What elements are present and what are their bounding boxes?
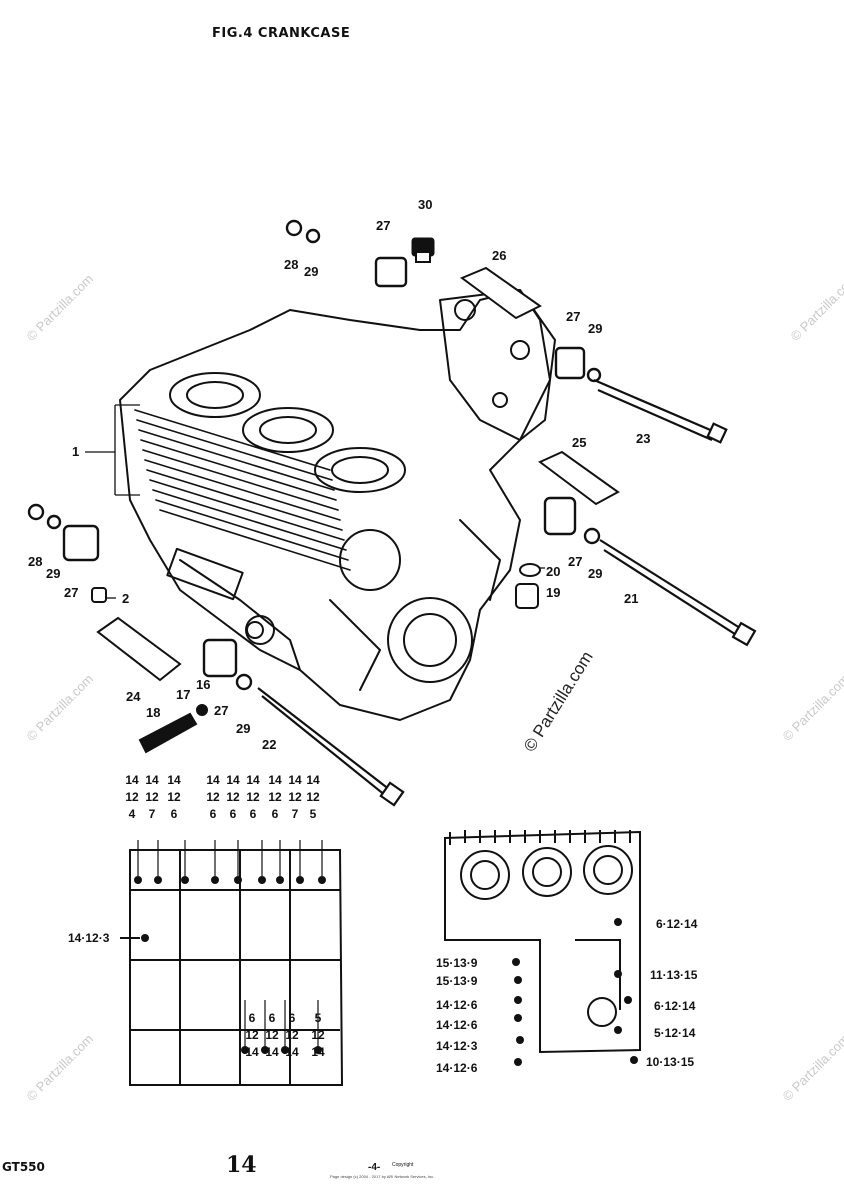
- right-label-l3: 14·12·6: [436, 998, 478, 1012]
- callout-29: 29: [304, 264, 319, 279]
- callout-29: 29: [588, 321, 603, 336]
- figure-title: FIG.4 CRANKCASE: [212, 26, 351, 41]
- callout-22: 22: [262, 737, 277, 752]
- callout-25: 25: [572, 435, 587, 450]
- callout-21: 21: [624, 591, 639, 606]
- part-30-plug: [411, 237, 435, 263]
- page-number: 14: [226, 1152, 257, 1178]
- callout-2: 2: [122, 591, 130, 606]
- right-label-r5: 10·13·15: [646, 1055, 695, 1069]
- callout-29: 29: [588, 566, 603, 581]
- callout-29: 29: [236, 721, 251, 736]
- part-bolts: [257, 378, 757, 807]
- right-label-r1: 6·12·14: [656, 917, 698, 931]
- callout-28: 28: [284, 257, 299, 272]
- callout-18: 18: [146, 705, 161, 720]
- copyright-label: Copyright: [392, 1162, 414, 1168]
- part-27-blocks: [62, 256, 586, 678]
- right-label-l1: 15·13·9: [436, 956, 478, 970]
- callout-1: 1: [72, 444, 80, 459]
- callout-19: 19: [546, 585, 561, 600]
- part-28-29-washers: [27, 219, 602, 691]
- callout-24: 24: [126, 689, 141, 704]
- right-label-l6: 14·12·6: [436, 1061, 478, 1075]
- callout-17: 17: [176, 687, 191, 702]
- callout-27: 27: [376, 218, 391, 233]
- callout-27: 27: [566, 309, 581, 324]
- callout-16: 16: [196, 677, 211, 692]
- crankcase-body: [119, 289, 551, 721]
- part-tubes: [96, 266, 620, 682]
- copyright-text: Page design (c) 2004 - 2017 by ARI Netwo…: [330, 1174, 435, 1179]
- right-label-r4: 5·12·14: [654, 1026, 696, 1040]
- right-label-r2: 11·13·15: [650, 968, 698, 982]
- callout-28: 28: [28, 554, 43, 569]
- right-label-l2: 15·13·9: [436, 974, 478, 988]
- callout-27: 27: [214, 703, 229, 718]
- right-label-l5: 14·12·3: [436, 1039, 478, 1053]
- callout-27: 27: [568, 554, 583, 569]
- cylinder-fins: [134, 409, 351, 571]
- right-label-r3: 6·12·14: [654, 999, 696, 1013]
- left-side-label: 14·12·3: [68, 931, 110, 945]
- callout-30: 30: [418, 197, 433, 212]
- right-label-l4: 14·12·6: [436, 1018, 478, 1032]
- callout-20: 20: [546, 564, 561, 579]
- page-code: -4-: [368, 1162, 381, 1173]
- callout-29: 29: [46, 566, 61, 581]
- callout-23: 23: [636, 431, 651, 446]
- callout-27: 27: [64, 585, 79, 600]
- callout-26: 26: [492, 248, 507, 263]
- model-code: GT550: [2, 1160, 45, 1174]
